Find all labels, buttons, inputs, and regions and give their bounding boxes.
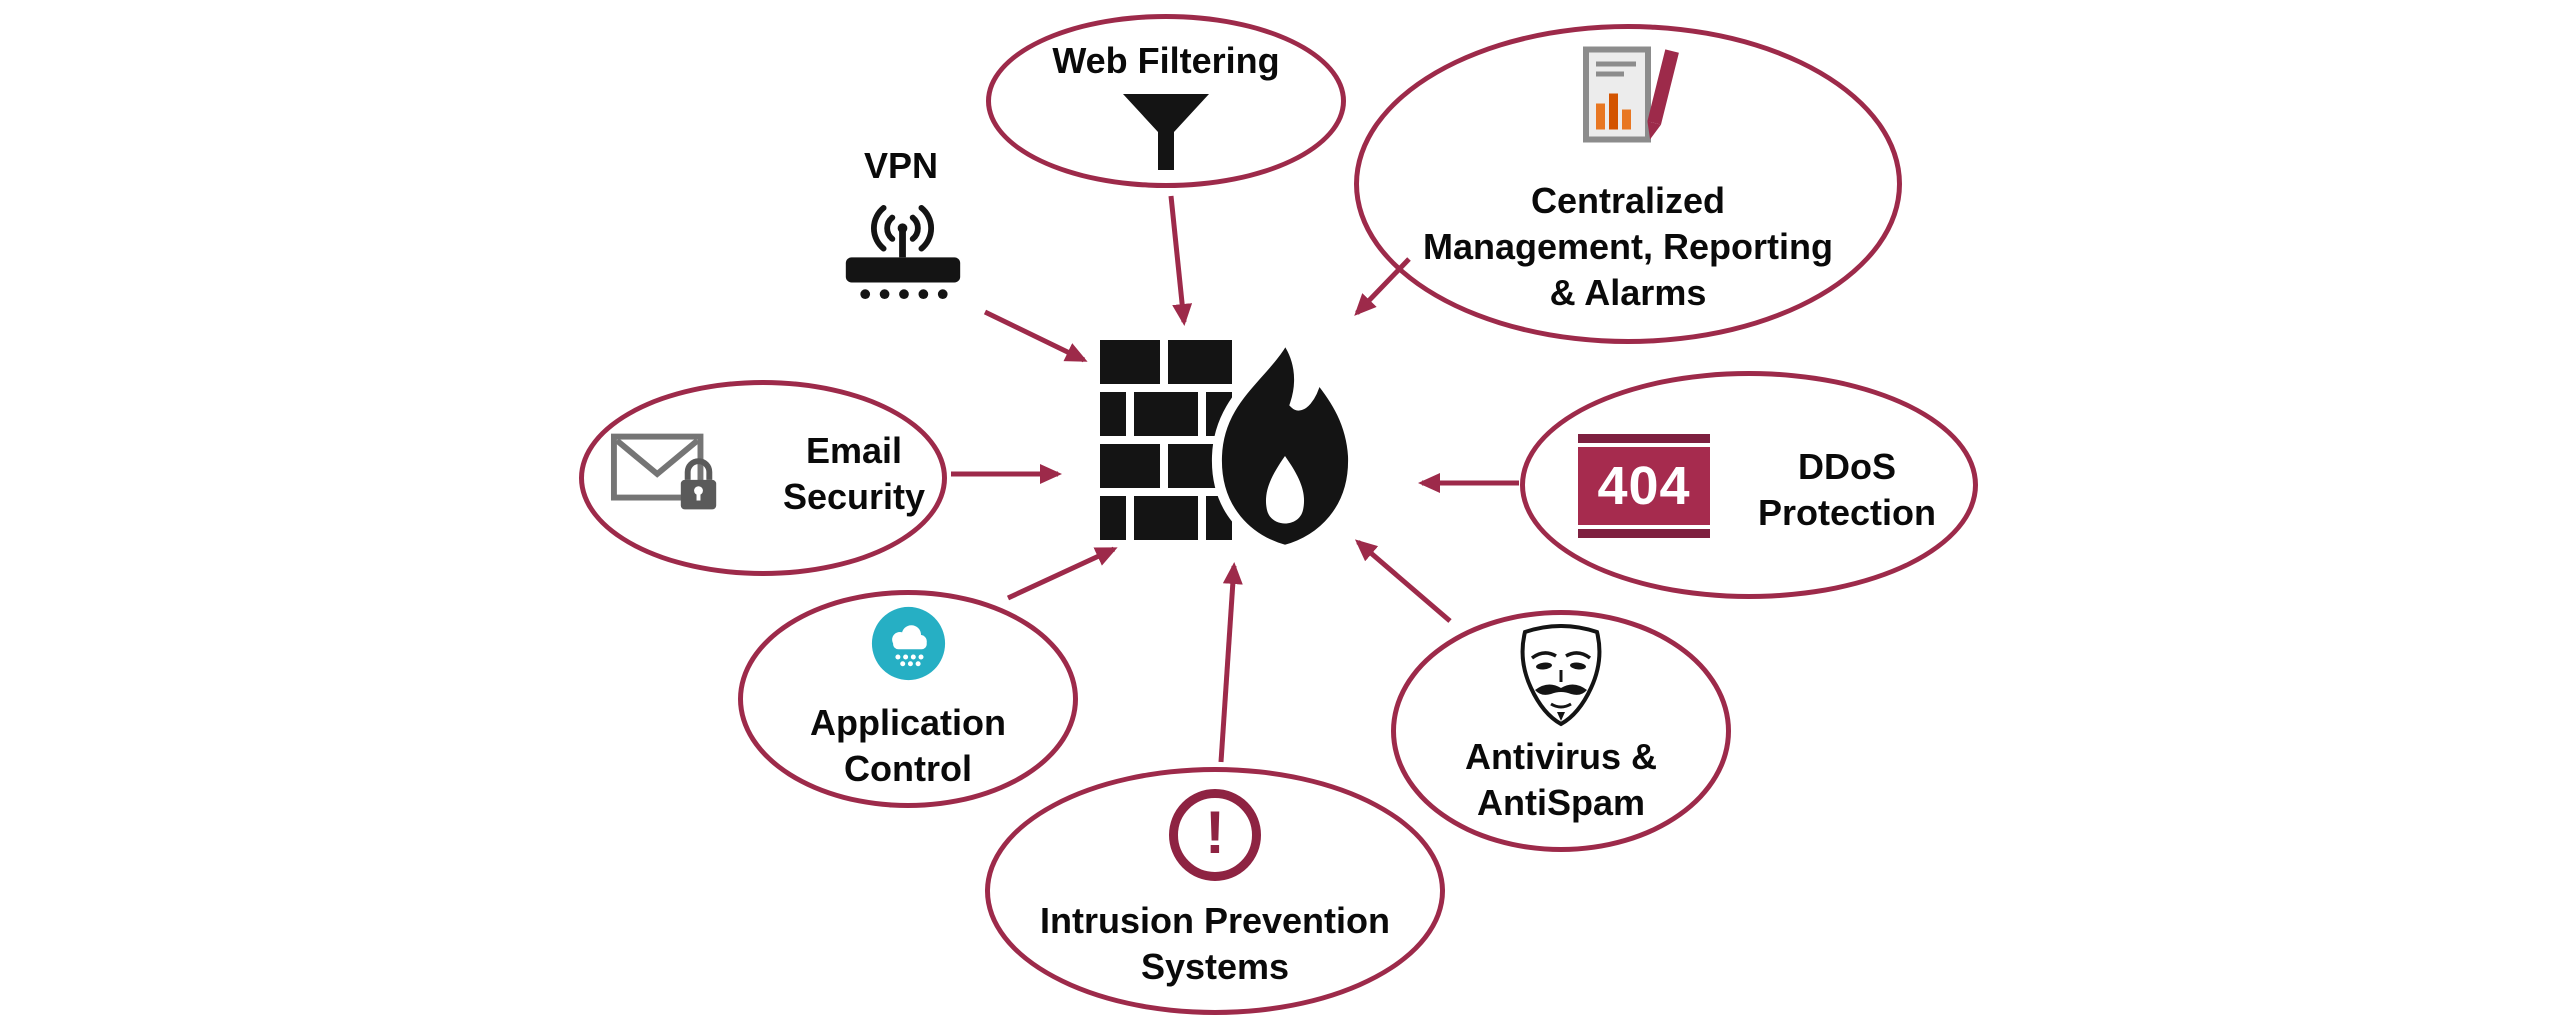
brick-wall	[1100, 340, 1232, 540]
label-line: Control	[844, 748, 972, 789]
arrow-antivirus	[1354, 539, 1452, 623]
label-line: Protection	[1757, 492, 1936, 533]
funnel-icon	[1123, 94, 1209, 170]
label-line: Antivirus &	[1464, 736, 1658, 777]
centralized-management-label: Centralized Management, Reporting & Alar…	[1374, 178, 1882, 316]
centralized-management-ellipse	[1354, 24, 1902, 344]
intrusion-prevention-ellipse	[985, 767, 1445, 1015]
cloud-icon	[871, 606, 946, 681]
badge-top-strip	[1578, 434, 1710, 443]
ddos-protection-label: DDoS Protection	[1712, 444, 1982, 536]
arrow-web-filtering	[1168, 195, 1193, 326]
email-security-label: Email Security	[754, 428, 954, 520]
label-line: Management, Reporting	[1422, 226, 1834, 267]
label-line: Security	[782, 476, 926, 517]
404-error-icon: 404	[1578, 434, 1710, 538]
label-line: Application	[810, 702, 1006, 743]
exclamation-icon: !	[1169, 789, 1261, 881]
label-line: AntiSpam	[1476, 782, 1645, 823]
report-document-pencil-icon	[1583, 46, 1679, 143]
email-security-ellipse	[579, 380, 947, 576]
badge-404-text: 404	[1597, 456, 1691, 516]
label-line: & Alarms	[1549, 272, 1707, 313]
intrusion-prevention-label: Intrusion Prevention Systems	[990, 898, 1440, 990]
flame	[1211, 338, 1359, 553]
application-control-label: Application Control	[758, 700, 1058, 792]
label-line: Intrusion Prevention	[1039, 900, 1391, 941]
label-line: DDoS	[1798, 446, 1896, 487]
antivirus-antispam-label: Antivirus & AntiSpam	[1411, 734, 1711, 826]
vpn-label: VPN	[863, 145, 939, 186]
ddos-protection-ellipse	[1520, 371, 1978, 599]
badge-bottom-strip	[1578, 529, 1710, 538]
label-line: Centralized	[1530, 180, 1726, 221]
web-filtering-label: Web Filtering	[1052, 40, 1280, 81]
application-control-ellipse	[738, 590, 1078, 808]
arrow-application-control	[1006, 546, 1118, 601]
label-line: Email	[805, 430, 903, 471]
anonymous-mask-icon	[1520, 624, 1602, 727]
arrow-intrusion	[1218, 562, 1243, 763]
envelope-lock-icon	[610, 433, 717, 510]
antivirus-antispam-ellipse	[1391, 610, 1731, 852]
exclamation-glyph: !	[1205, 798, 1225, 866]
label-line: Systems	[1140, 946, 1290, 987]
web-filtering-ellipse	[986, 14, 1346, 188]
arrow-vpn	[983, 309, 1088, 363]
wireless-router-icon	[845, 204, 961, 299]
firewall-icon	[1100, 338, 1359, 553]
